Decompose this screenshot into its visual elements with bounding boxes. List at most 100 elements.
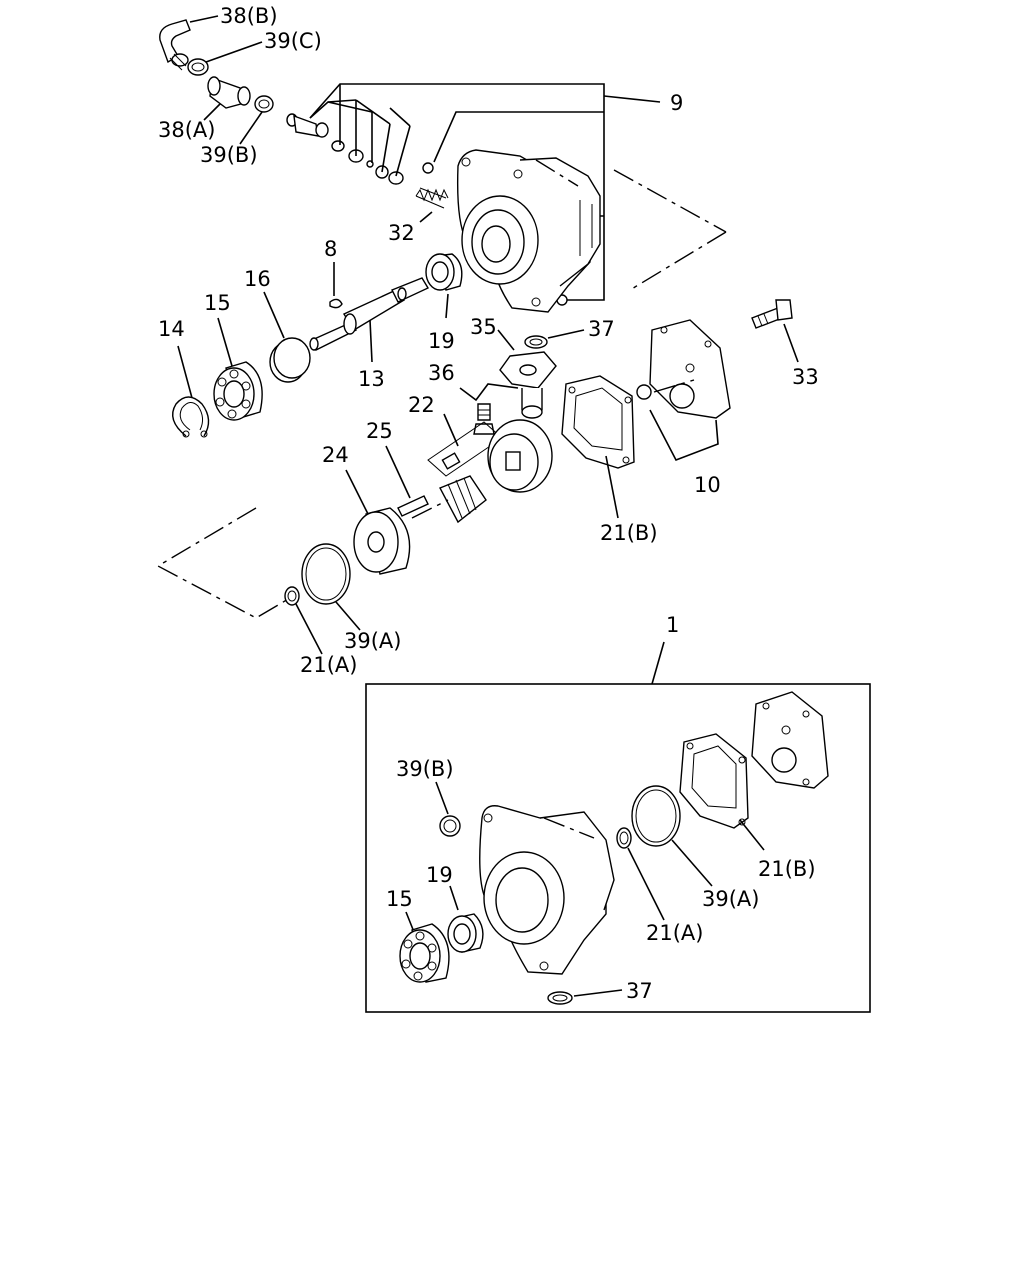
label-32: 32 bbox=[388, 221, 415, 245]
part-21b-gasket bbox=[561, 375, 635, 469]
kit-label-37: 37 bbox=[626, 979, 653, 1003]
part-24-mechanical-seal bbox=[353, 507, 411, 575]
leader-1 bbox=[651, 641, 665, 685]
label-38b: 38(B) bbox=[220, 4, 278, 28]
part-38b-elbow-fitting bbox=[159, 19, 191, 71]
label-16: 16 bbox=[244, 267, 271, 291]
leader-14 bbox=[177, 345, 193, 399]
part-38a-connector bbox=[207, 76, 251, 109]
part-37-o-ring bbox=[524, 335, 548, 349]
leader-32 bbox=[419, 211, 433, 223]
label-37: 37 bbox=[588, 317, 615, 341]
leader-16 bbox=[263, 291, 285, 339]
kit-leader-15 bbox=[405, 911, 415, 933]
leader-37 bbox=[547, 329, 585, 339]
kit-leader-19 bbox=[449, 885, 459, 911]
part-39a-o-ring bbox=[301, 543, 351, 605]
part-19-bearing bbox=[425, 253, 463, 291]
kit-part-21b-gasket bbox=[679, 733, 749, 829]
part-14-snap-ring bbox=[172, 396, 210, 438]
kit-label-39a: 39(A) bbox=[702, 887, 759, 911]
leader-39a bbox=[335, 601, 361, 631]
part-25-pin bbox=[397, 495, 429, 517]
kit-label-19: 19 bbox=[426, 863, 453, 887]
leader-19 bbox=[445, 293, 449, 319]
center-line-seal bbox=[411, 499, 449, 519]
part-33-bolt bbox=[751, 299, 793, 329]
part-39c-o-ring bbox=[187, 58, 209, 76]
kit-label-21b: 21(B) bbox=[758, 857, 816, 881]
part-13-shaft bbox=[309, 277, 429, 351]
label-15: 15 bbox=[204, 291, 231, 315]
leader-10 bbox=[649, 409, 719, 462]
center-line-upper-a bbox=[629, 231, 727, 291]
kit-part-housing bbox=[479, 805, 615, 975]
leader-39c bbox=[205, 41, 263, 63]
kit-part-15-ball-bearing bbox=[399, 923, 450, 983]
label-9: 9 bbox=[670, 91, 683, 115]
part-16-washer bbox=[269, 337, 311, 383]
leader-21a bbox=[295, 603, 323, 655]
leader-38a bbox=[203, 103, 221, 121]
part-35-outlet-pipe bbox=[499, 351, 557, 419]
leader-33 bbox=[783, 323, 799, 363]
leader-22 bbox=[443, 413, 459, 447]
kit-leader-21a bbox=[627, 847, 665, 921]
kit-part-cover bbox=[751, 691, 829, 789]
kit-part-19-bearing bbox=[447, 913, 484, 953]
label-24: 24 bbox=[322, 443, 349, 467]
label-38a: 38(A) bbox=[158, 118, 215, 142]
part-36-bolt bbox=[473, 403, 495, 435]
kit-label-39b: 39(B) bbox=[396, 757, 454, 781]
center-line-lower bbox=[156, 507, 291, 619]
leader-24 bbox=[345, 469, 369, 515]
label-36: 36 bbox=[428, 361, 455, 385]
leader-35 bbox=[497, 329, 515, 351]
part-21a-o-ring bbox=[284, 586, 300, 606]
kit-label-15: 15 bbox=[386, 887, 413, 911]
kit-part-39b-o-ring bbox=[439, 815, 461, 837]
label-39b: 39(B) bbox=[200, 143, 258, 167]
part-32-spring bbox=[415, 187, 449, 209]
leader-25 bbox=[385, 445, 411, 499]
leader-15 bbox=[217, 317, 233, 367]
kit-part-21a-o-ring bbox=[616, 827, 632, 849]
label-13: 13 bbox=[358, 367, 385, 391]
label-1: 1 bbox=[666, 613, 679, 637]
leader-39b bbox=[239, 111, 263, 145]
leader-36 bbox=[459, 383, 519, 402]
kit-leader-21b bbox=[739, 819, 765, 851]
label-10: 10 bbox=[694, 473, 721, 497]
label-21a: 21(A) bbox=[300, 653, 357, 677]
kit-leader-37 bbox=[573, 989, 623, 997]
label-39c: 39(C) bbox=[264, 29, 322, 53]
label-21b: 21(B) bbox=[600, 521, 658, 545]
leader-13 bbox=[369, 319, 373, 363]
label-22: 22 bbox=[408, 393, 435, 417]
kit-label-21a: 21(A) bbox=[646, 921, 703, 945]
part-8-key-pin bbox=[329, 298, 343, 309]
label-25: 25 bbox=[366, 419, 393, 443]
kit-leader-39a bbox=[671, 839, 713, 887]
label-8: 8 bbox=[324, 237, 337, 261]
part-15-ball-bearing bbox=[213, 361, 263, 421]
label-33: 33 bbox=[792, 365, 819, 389]
label-35: 35 bbox=[470, 315, 497, 339]
kit-leader-39b bbox=[435, 781, 449, 815]
center-line-upper-b bbox=[613, 169, 727, 233]
part-22-impeller-set bbox=[427, 419, 553, 524]
label-19: 19 bbox=[428, 329, 455, 353]
part-9-pump-housing bbox=[457, 149, 601, 313]
part-10-cover bbox=[636, 319, 731, 419]
label-14: 14 bbox=[158, 317, 185, 341]
leader-38b bbox=[189, 15, 219, 23]
leader-21b bbox=[605, 455, 619, 519]
kit-part-37-o-ring bbox=[547, 991, 573, 1005]
valve-parts-group bbox=[286, 113, 404, 185]
part-39b-o-ring bbox=[254, 95, 274, 113]
kit-box-1 bbox=[365, 683, 871, 1013]
kit-part-39a-o-ring bbox=[631, 785, 681, 847]
label-39a: 39(A) bbox=[344, 629, 401, 653]
